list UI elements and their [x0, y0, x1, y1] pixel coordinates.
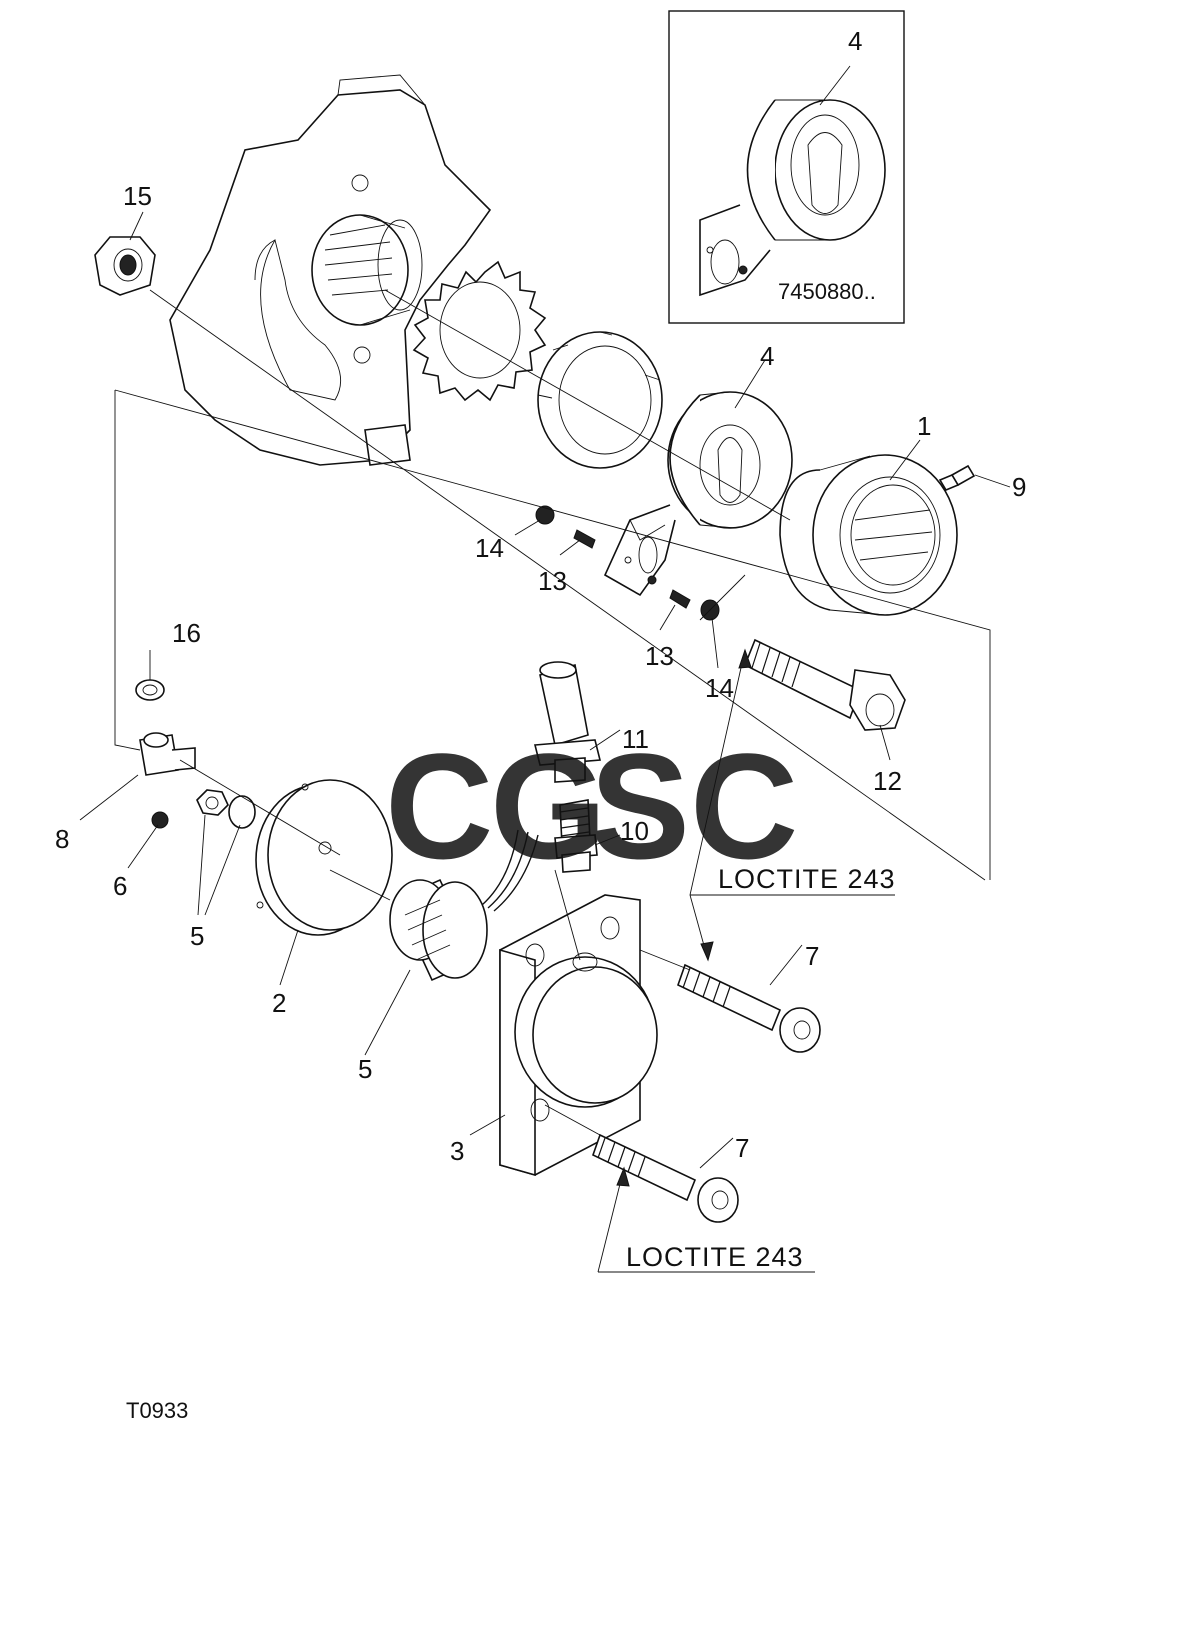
lock-nut-ring	[537, 331, 663, 469]
watermark: C G S C	[385, 722, 798, 890]
callout-16: 16	[172, 618, 201, 648]
hex-bolt	[743, 638, 906, 731]
inset-panel	[668, 10, 905, 324]
loctite-arrow-lower	[597, 1166, 815, 1273]
hex-nut	[94, 236, 156, 296]
lock-washer	[412, 260, 547, 402]
sensor-assembly	[533, 661, 602, 783]
fitting-10	[554, 799, 598, 873]
callout-12: 12	[873, 766, 902, 796]
callout-8: 8	[55, 824, 69, 854]
callout-7-lower: 7	[735, 1133, 749, 1163]
callout-14-a: 14	[475, 533, 504, 563]
callout-5-nut: 5	[190, 921, 204, 951]
callout-2: 2	[272, 988, 286, 1018]
cap-screw-lower	[592, 1133, 739, 1223]
callout-4-inset: 4	[848, 26, 862, 56]
coil-sensor	[389, 829, 539, 982]
callout-11: 11	[622, 724, 649, 754]
watermark-letter-2: G	[490, 722, 607, 890]
callout-9: 9	[1012, 472, 1026, 502]
flange-housing	[499, 894, 658, 1177]
mounting-plate	[169, 74, 492, 466]
callout-1: 1	[917, 411, 931, 441]
callout-13-a: 13	[538, 566, 567, 596]
callout-3: 3	[450, 1136, 464, 1166]
plate-spindle	[311, 214, 423, 326]
callout-7-upper: 7	[805, 941, 819, 971]
callout-14-b: 14	[705, 673, 734, 703]
callout-6: 6	[113, 871, 127, 901]
assembly-lines	[114, 289, 991, 1136]
figure-code: T0933	[126, 1398, 188, 1423]
callout-13-b: 13	[645, 641, 674, 671]
callout-4-main: 4	[760, 341, 774, 371]
nut-and-oring	[196, 789, 256, 829]
cap-screw-upper	[677, 963, 821, 1053]
housing-ring	[779, 454, 958, 616]
grease-fitting	[938, 464, 976, 492]
watermark-letter-1: C	[385, 722, 493, 890]
cover-plate	[255, 779, 393, 936]
loctite-note-lower: LOCTITE 243	[626, 1242, 804, 1272]
callouts: 4 4 1 9 15 14 13 13 14 12 11 10 16 8 6 5…	[55, 26, 1026, 1166]
loctite-note-upper: LOCTITE 243	[718, 864, 896, 894]
callout-15: 15	[123, 181, 152, 211]
leader-lines	[79, 65, 1011, 1169]
inset-part-number: 7450880..	[778, 279, 876, 304]
callout-5-coil: 5	[358, 1054, 372, 1084]
watermark-letter-4: C	[690, 722, 798, 890]
loctite-arrow-upper	[689, 648, 895, 962]
callout-10: 10	[620, 816, 649, 846]
watermark-letter-3: S	[590, 722, 690, 890]
elbow-fitting	[135, 679, 196, 829]
